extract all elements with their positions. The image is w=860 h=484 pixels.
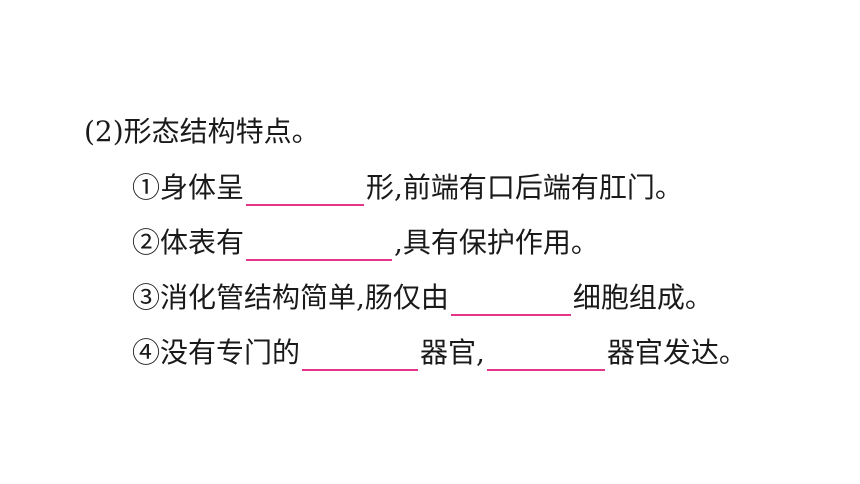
item-4-text-after: 器官发达。 xyxy=(606,336,747,369)
question-item-3: ③消化管结构简单,肠仅由 细胞组成。 xyxy=(132,280,713,316)
item-4-blank-1[interactable] xyxy=(302,339,419,371)
item-1-text-before: ①身体呈 xyxy=(132,171,245,204)
item-3-text-before: ③消化管结构简单,肠仅由 xyxy=(132,281,449,314)
item-3-blank[interactable] xyxy=(450,284,571,316)
item-1-blank[interactable] xyxy=(246,174,365,206)
question-item-4: ④没有专门的 器官, 器官发达。 xyxy=(132,335,747,371)
section-heading-text: (2)形态结构特点。 xyxy=(84,115,320,148)
question-item-2: ②体表有 ,具有保护作用。 xyxy=(132,225,599,261)
item-2-blank[interactable] xyxy=(246,229,393,261)
item-2-text-before: ②体表有 xyxy=(132,226,245,259)
item-4-text-middle: 器官, xyxy=(420,336,485,369)
item-1-text-after: 形,前端有口后端有肛门。 xyxy=(366,171,683,204)
item-4-blank-2[interactable] xyxy=(486,339,605,371)
section-heading: (2)形态结构特点。 xyxy=(84,114,320,150)
item-2-text-after: ,具有保护作用。 xyxy=(394,226,599,259)
item-4-text-before: ④没有专门的 xyxy=(132,336,301,369)
item-3-text-after: 细胞组成。 xyxy=(572,281,713,314)
question-item-1: ①身体呈 形,前端有口后端有肛门。 xyxy=(132,170,683,206)
